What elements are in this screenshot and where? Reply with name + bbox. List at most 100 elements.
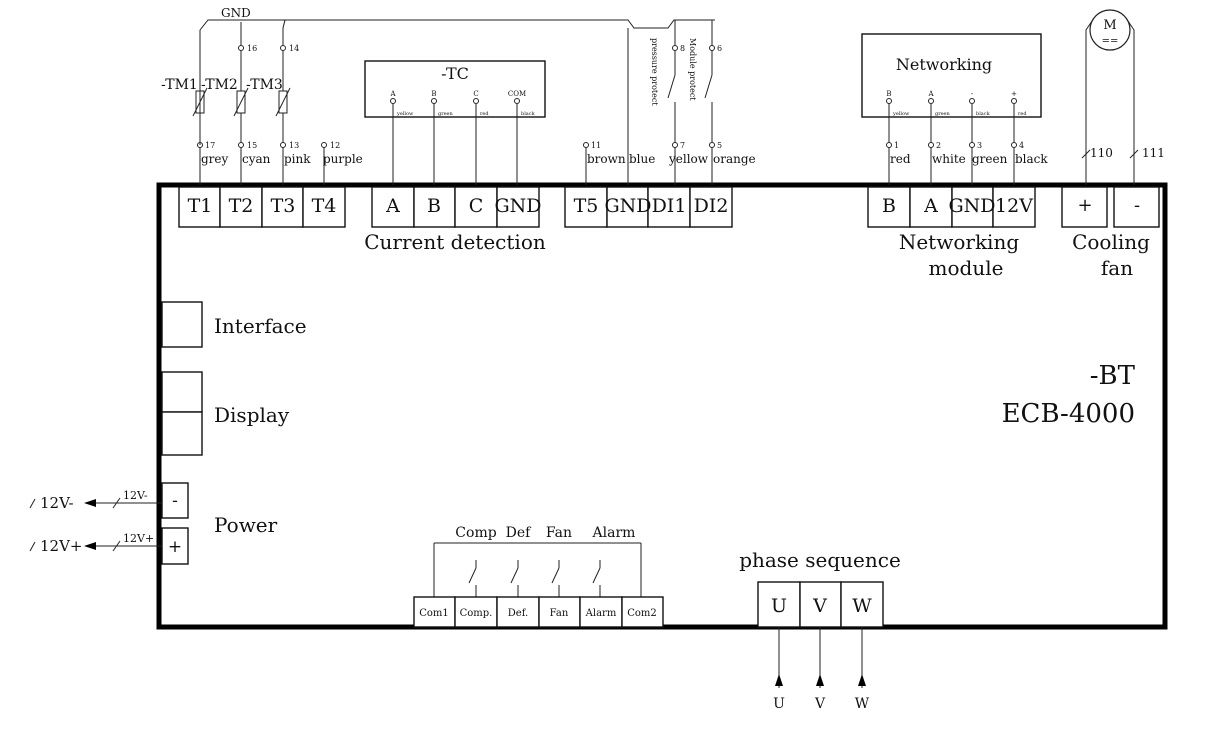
interface-port: Interface bbox=[161, 301, 307, 348]
power-plus-sign: + bbox=[168, 537, 182, 557]
terminal-block-inputs: T5 GND DI1 DI2 bbox=[564, 186, 733, 228]
terminal-current-a[interactable] bbox=[371, 186, 415, 228]
net-wire-black: black bbox=[1015, 152, 1048, 166]
terminal-t3-label: T3 bbox=[271, 195, 296, 217]
networking-module-label-1: Networking bbox=[899, 230, 1019, 254]
relay-terminal-comp[interactable] bbox=[454, 596, 498, 628]
phase-terminal-w-label: W bbox=[852, 595, 872, 617]
net-color-red: red bbox=[1018, 111, 1027, 117]
fan-wire-111: 111 bbox=[1142, 146, 1165, 160]
interface-connector[interactable] bbox=[161, 301, 203, 348]
net-color-black: black bbox=[976, 111, 991, 117]
pin-12: 12 bbox=[330, 141, 340, 150]
net-pin-minus: - bbox=[971, 90, 974, 98]
wire-brown: brown bbox=[587, 152, 626, 166]
pin-5: 5 bbox=[717, 141, 722, 150]
terminal-net-a-label: A bbox=[923, 195, 938, 217]
power-minus-sign: - bbox=[172, 491, 178, 511]
relay-alarm-label: Alarm bbox=[585, 608, 617, 619]
terminal-fan-plus[interactable] bbox=[1061, 186, 1108, 228]
terminal-block-temperature: T1 T2 T3 T4 bbox=[178, 186, 346, 228]
relay-label-def: Def bbox=[506, 525, 533, 541]
motor-dc-symbol: == bbox=[1102, 36, 1119, 47]
display-connector-bottom[interactable] bbox=[161, 411, 203, 456]
terminal-di1-label: DI1 bbox=[652, 195, 687, 217]
terminal-net-b[interactable] bbox=[867, 186, 911, 228]
power-minus-wire: 12V- bbox=[123, 489, 148, 502]
terminal-fan-plus-label: + bbox=[1077, 195, 1092, 216]
power-minus-external: 12V- bbox=[40, 494, 74, 512]
wire-purple: purple bbox=[323, 152, 363, 166]
tc-color-black: black bbox=[521, 111, 536, 117]
terminal-current-a-label: A bbox=[385, 195, 400, 217]
terminal-di2[interactable] bbox=[689, 186, 733, 228]
terminal-block-fan: + - bbox=[1061, 186, 1160, 228]
fan-motor: M == 110 111 bbox=[1081, 9, 1165, 185]
relay-com2-label: Com2 bbox=[627, 608, 657, 619]
phase-wire-u: U bbox=[773, 696, 785, 712]
terminal-current-c-label: C bbox=[469, 195, 484, 217]
tc-title: -TC bbox=[441, 64, 469, 83]
cooling-fan-label-2: fan bbox=[1101, 256, 1133, 280]
display-port: Display bbox=[161, 371, 290, 456]
power-plus-wire: 12V+ bbox=[123, 532, 154, 545]
relay-outputs: Comp Def Fan Alarm Com1 Comp. Def. Fan A… bbox=[413, 525, 664, 628]
pin-7: 7 bbox=[680, 141, 685, 150]
relay-terminal-com2[interactable] bbox=[621, 596, 664, 628]
net-pin-b: B bbox=[886, 90, 891, 98]
net-color-yellow: yellow bbox=[892, 111, 910, 117]
power-label: Power bbox=[214, 513, 278, 537]
networking-title: Networking bbox=[896, 55, 992, 74]
terminal-di1[interactable] bbox=[647, 186, 691, 228]
terminal-net-12v[interactable] bbox=[992, 186, 1036, 228]
relay-comp-label: Comp. bbox=[460, 608, 493, 619]
relay-terminal-fan[interactable] bbox=[538, 596, 581, 628]
net-color-green: green bbox=[935, 111, 951, 117]
terminal-t3[interactable] bbox=[261, 186, 304, 228]
tm1-label: -TM1 bbox=[161, 77, 198, 93]
net-wire-white: white bbox=[932, 152, 966, 166]
wire-grey: grey bbox=[201, 152, 229, 166]
terminal-net-12v-label: 12V bbox=[995, 195, 1033, 217]
terminal-input-gnd[interactable] bbox=[606, 186, 649, 228]
terminal-t2-label: T2 bbox=[229, 195, 254, 217]
pin-14: 14 bbox=[289, 44, 299, 53]
relay-label-alarm: Alarm bbox=[592, 525, 636, 541]
terminal-t1[interactable] bbox=[178, 186, 221, 228]
pin-6: 6 bbox=[717, 44, 722, 53]
networking-box: Networking B A - + yellow green black re… bbox=[861, 33, 1048, 185]
wire-orange: orange bbox=[713, 152, 756, 166]
pin-15: 15 bbox=[247, 141, 257, 150]
pressure-protect-label: pressure protect bbox=[650, 38, 659, 106]
pin-16: 16 bbox=[247, 44, 257, 53]
terminal-current-gnd[interactable] bbox=[496, 186, 540, 228]
net-num-4: 4 bbox=[1019, 141, 1024, 150]
display-label: Display bbox=[214, 403, 290, 427]
phase-terminal-w[interactable] bbox=[840, 581, 884, 628]
pin-11: 11 bbox=[591, 141, 601, 150]
terminal-t1-label: T1 bbox=[188, 195, 213, 217]
terminal-block-network: B A GND 12V bbox=[867, 186, 1036, 228]
terminal-current-c[interactable] bbox=[454, 186, 498, 228]
terminal-t2[interactable] bbox=[219, 186, 263, 228]
relay-terminal-alarm[interactable] bbox=[579, 596, 623, 628]
terminal-t4-label: T4 bbox=[312, 195, 337, 217]
terminal-t4[interactable] bbox=[302, 186, 346, 228]
tc-color-green: green bbox=[438, 111, 454, 117]
board-model: ECB-4000 bbox=[1002, 399, 1135, 429]
board-reference: -BT bbox=[1090, 361, 1136, 391]
terminal-block-current: A B C GND bbox=[371, 186, 542, 228]
interface-label: Interface bbox=[214, 314, 307, 338]
tc-color-yellow: yellow bbox=[396, 111, 414, 117]
tm3-label: -TM3 bbox=[246, 77, 283, 93]
tc-color-red: red bbox=[480, 111, 489, 117]
terminal-net-a[interactable] bbox=[909, 186, 953, 228]
terminal-net-b-label: B bbox=[882, 195, 896, 217]
bottom-pins: 17 15 13 12 11 7 5 grey cyan pink purple… bbox=[197, 141, 756, 185]
power-minus-terminal[interactable] bbox=[161, 482, 189, 519]
current-transformer: -TC A B C COM yellow green red black bbox=[364, 60, 546, 185]
terminal-fan-minus[interactable] bbox=[1113, 186, 1160, 228]
wire-yellow: yellow bbox=[668, 152, 709, 166]
display-connector-top[interactable] bbox=[161, 371, 203, 413]
